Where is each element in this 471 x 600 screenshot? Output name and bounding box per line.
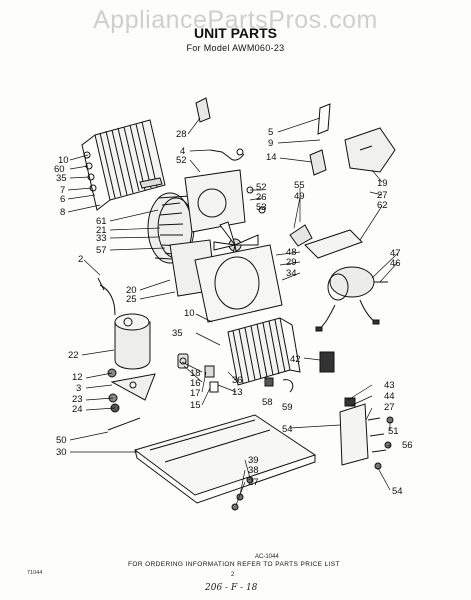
screws-drawing [231, 416, 394, 511]
callout-number: 39 [248, 455, 259, 466]
fan-blade-drawing [213, 221, 259, 269]
motor-mount-drawing [246, 186, 313, 247]
callout-number: 10 [184, 308, 195, 319]
callout-number: 34 [286, 268, 297, 279]
condenser-coil-drawing [81, 119, 166, 211]
callout-number: 51 [388, 426, 399, 437]
callout-number: 23 [72, 394, 83, 405]
callout-number: 20 [126, 285, 137, 296]
callout-number: 42 [290, 354, 301, 365]
callout-number: 58 [262, 397, 273, 408]
drawing-code: AC-1044 [255, 554, 279, 560]
callout-number: 29 [286, 257, 297, 268]
callout-number: 26 [256, 192, 267, 203]
compressor-drawing [97, 277, 151, 370]
page-number: 2 [231, 572, 235, 578]
model-subtitle: For Model AWM060-23 [186, 43, 285, 53]
callout-number: 7 [60, 185, 65, 196]
callout-number: 44 [384, 391, 395, 402]
callout-number: 8 [60, 207, 65, 218]
callout-number: 14 [266, 152, 277, 163]
callout-number: 18 [190, 368, 201, 379]
callout-number: 38 [248, 465, 259, 476]
callout-number: 2 [78, 254, 83, 265]
overload-relay-drawing [177, 353, 219, 393]
callout-number: 54 [282, 424, 293, 435]
callout-number: 35 [172, 328, 183, 339]
leader-lines [67, 117, 399, 506]
callout-number: 24 [72, 404, 83, 415]
callout-number: 57 [96, 245, 107, 256]
clip-58-drawing [264, 377, 274, 387]
callout-number: 19 [377, 178, 388, 189]
callout-number: 43 [384, 380, 395, 391]
callout-number: 28 [176, 129, 187, 140]
callout-numbers: 10 60 35 7 6 8 61 21 33 57 2 20 25 28 4 … [54, 127, 413, 497]
callout-number: 52 [256, 182, 267, 193]
callout-number: 53 [256, 202, 267, 213]
left-code: 71044 [27, 570, 43, 576]
callout-number: 15 [190, 400, 201, 411]
callout-number: 5 [268, 127, 273, 138]
callout-number: 6 [60, 194, 65, 205]
callout-number: 25 [126, 294, 137, 305]
callout-number: 30 [56, 447, 67, 458]
motor-bracket-19-drawing [344, 127, 396, 173]
callout-number: 13 [232, 387, 243, 398]
compressor-mount-drawing [107, 368, 156, 413]
callout-number: 10 [58, 155, 69, 166]
callout-number: 62 [377, 200, 388, 211]
hose-59-drawing [282, 379, 294, 393]
bracket-14-drawing [309, 103, 331, 176]
callout-number: 55 [294, 180, 305, 191]
callout-number: 36 [232, 375, 243, 386]
fan-motor-drawing [315, 266, 388, 332]
thermostat-42-drawing [319, 351, 335, 373]
callout-number: 22 [68, 350, 79, 361]
bracket-28-drawing [195, 97, 211, 123]
callout-number: 27 [384, 402, 395, 413]
callout-number: 16 [190, 378, 201, 389]
ordering-footer: FOR ORDERING INFORMATION REFER TO PARTS … [128, 561, 340, 568]
capacitor-lead-4-drawing [209, 148, 245, 161]
evaporator-coil-drawing [227, 317, 301, 386]
base-pan-drawing [107, 414, 317, 504]
callout-number: 35 [56, 173, 67, 184]
callout-number: 3 [76, 383, 81, 394]
callout-number: 60 [54, 164, 65, 175]
callout-number: 61 [96, 216, 107, 227]
callout-number: 4 [180, 146, 185, 157]
callout-number: 33 [96, 233, 107, 244]
callout-number: 56 [402, 440, 413, 451]
diagram-title: UNIT PARTS [194, 25, 277, 41]
callout-number: 27 [248, 477, 259, 488]
panel-62-drawing [304, 229, 363, 259]
callout-number: 48 [286, 247, 297, 258]
callout-number: 46 [390, 258, 401, 269]
callout-number: 54 [392, 486, 403, 497]
callout-number: 49 [294, 191, 305, 202]
callout-number: 47 [390, 248, 401, 259]
callout-number: 9 [268, 138, 273, 149]
callout-number: 12 [72, 372, 83, 383]
callout-number: 27 [377, 190, 388, 201]
shroud-drawing [194, 244, 283, 323]
watermark: AppliancePartsPros.com [93, 6, 378, 34]
control-panel-drawing [339, 397, 387, 466]
callout-number: 17 [190, 388, 201, 399]
callout-number: 21 [96, 225, 107, 236]
callout-number: 52 [176, 155, 187, 166]
callout-number: 59 [282, 402, 293, 413]
handwritten-note: 206 - F - 18 [205, 583, 258, 593]
callout-number: 50 [56, 435, 67, 446]
